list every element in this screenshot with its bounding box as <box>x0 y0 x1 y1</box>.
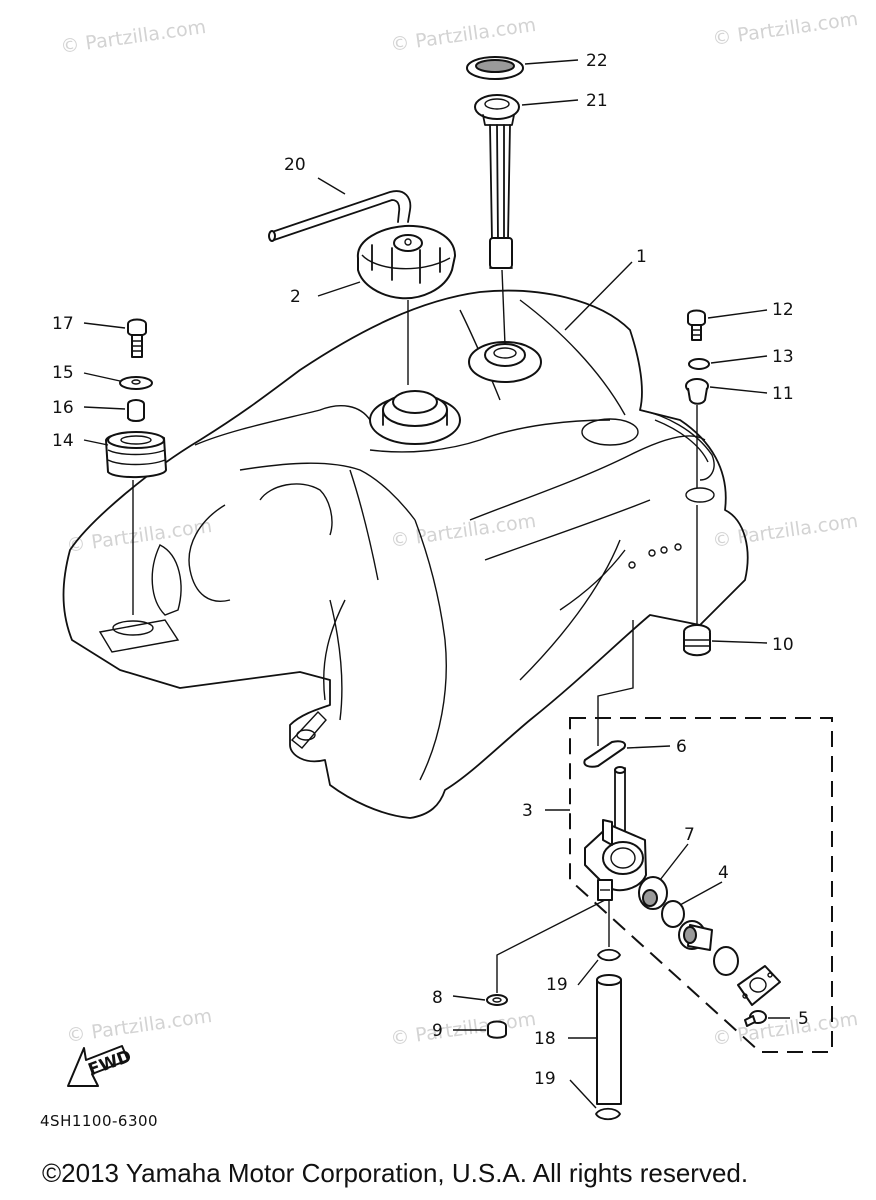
callout-3[interactable]: 3 <box>522 801 533 821</box>
callout-numbers: 22 21 20 2 1 12 13 11 10 17 15 16 14 6 3… <box>52 51 809 1089</box>
callout-2[interactable]: 2 <box>290 287 301 307</box>
fuel-hose-18[interactable] <box>596 974 622 1105</box>
fuel-tank[interactable] <box>62 289 749 819</box>
callout-19[interactable]: 19 <box>546 975 568 995</box>
damper-14[interactable] <box>105 431 167 479</box>
o-ring-4[interactable] <box>661 900 685 928</box>
callout-21[interactable]: 21 <box>586 91 608 111</box>
callout-4[interactable]: 4 <box>718 863 729 883</box>
screw-5[interactable] <box>744 1010 767 1027</box>
callout-15[interactable]: 15 <box>52 363 74 383</box>
fuel-gauge[interactable] <box>474 94 520 346</box>
clip-19-lower[interactable] <box>595 1107 621 1121</box>
diagram-code: 4SH1100-6300 <box>40 1112 159 1130</box>
callout-16[interactable]: 16 <box>52 398 74 418</box>
callout-17[interactable]: 17 <box>52 314 74 334</box>
leader-washer <box>496 899 606 993</box>
filter-7[interactable] <box>638 876 668 910</box>
damper-10[interactable] <box>683 624 711 657</box>
callout-12[interactable]: 12 <box>772 300 794 320</box>
callout-1[interactable]: 1 <box>636 247 647 267</box>
callout-10[interactable]: 10 <box>772 635 794 655</box>
fwd-arrow-icon: FWD <box>67 1045 134 1087</box>
callout-8[interactable]: 8 <box>432 988 443 1008</box>
callout-7[interactable]: 7 <box>684 825 695 845</box>
filler-neck <box>369 390 461 445</box>
callout-20[interactable]: 20 <box>284 155 306 175</box>
fuel-cap[interactable] <box>356 224 456 300</box>
fuel-gauge-cap[interactable] <box>466 56 524 80</box>
callout-14[interactable]: 14 <box>52 431 74 451</box>
breather-hose[interactable] <box>268 190 412 242</box>
bolt-9[interactable] <box>487 1020 507 1039</box>
callout-19[interactable]: 19 <box>534 1069 556 1089</box>
callout-6[interactable]: 6 <box>676 737 687 757</box>
washer-15[interactable] <box>119 376 153 390</box>
copyright-notice: ©2013 Yamaha Motor Corporation, U.S.A. A… <box>42 1158 749 1188</box>
lever-plate[interactable] <box>737 965 781 1006</box>
collar-11[interactable] <box>685 378 709 405</box>
callout-11[interactable]: 11 <box>772 384 794 404</box>
callout-leaders <box>83 59 790 1109</box>
washer-13[interactable] <box>688 358 710 370</box>
bolt-12[interactable] <box>687 309 706 341</box>
leader-gasket <box>597 620 634 746</box>
callout-13[interactable]: 13 <box>772 347 794 367</box>
washer-8[interactable] <box>486 994 508 1006</box>
callout-5[interactable]: 5 <box>798 1009 809 1029</box>
clip-19-upper[interactable] <box>597 948 621 962</box>
collar-16[interactable] <box>127 399 145 422</box>
fuel-cock-assembly-boundary <box>569 717 833 1053</box>
lever-knob[interactable] <box>678 920 713 951</box>
gasket-6[interactable] <box>583 740 626 768</box>
fuel-cock[interactable] <box>584 766 647 901</box>
gauge-boss <box>468 341 542 383</box>
o-ring[interactable] <box>713 946 739 976</box>
callout-22[interactable]: 22 <box>586 51 608 71</box>
callout-9[interactable]: 9 <box>432 1021 443 1041</box>
bolt-17[interactable] <box>127 318 147 358</box>
callout-18[interactable]: 18 <box>534 1029 556 1049</box>
